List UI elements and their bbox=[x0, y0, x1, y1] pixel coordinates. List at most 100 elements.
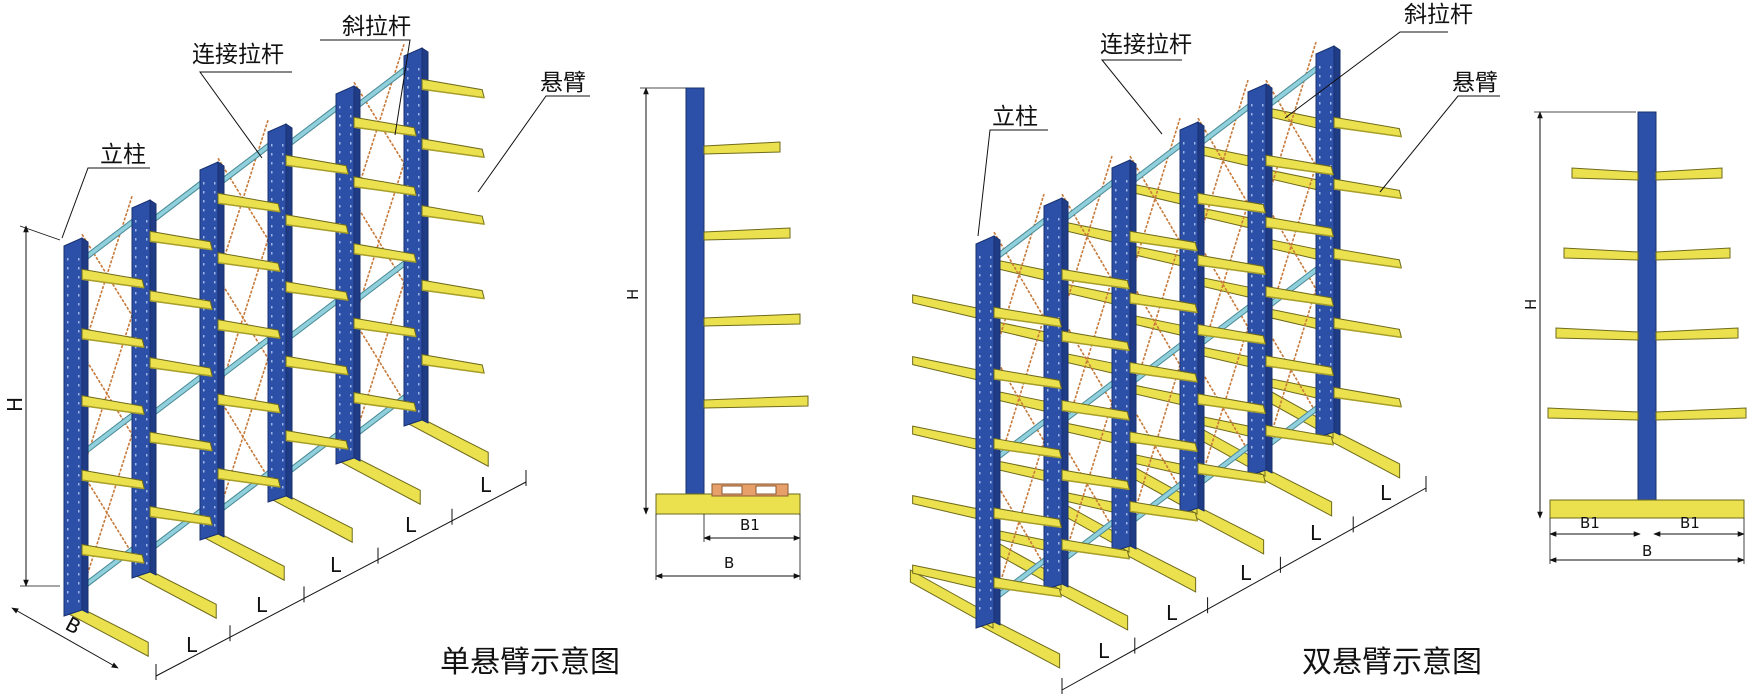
column-hole bbox=[979, 463, 981, 466]
rack-arm bbox=[421, 353, 485, 374]
rack-arm-flange bbox=[1129, 510, 1198, 522]
column-hole bbox=[407, 293, 409, 296]
column-hole bbox=[990, 373, 992, 376]
column-hole bbox=[1058, 443, 1060, 446]
column-hole bbox=[339, 259, 341, 262]
column-hole bbox=[1262, 176, 1264, 179]
side-arm bbox=[703, 395, 809, 409]
column-hole bbox=[1126, 468, 1128, 471]
column-hole bbox=[418, 122, 420, 125]
column-hole bbox=[1115, 198, 1117, 201]
column-hole bbox=[1115, 315, 1117, 318]
column-hole bbox=[67, 537, 69, 540]
column-hole bbox=[418, 257, 420, 260]
column-hole bbox=[203, 326, 205, 329]
rack-arm-flange bbox=[149, 515, 213, 526]
diagonal-brace bbox=[1197, 117, 1249, 205]
column-hole bbox=[78, 276, 80, 279]
column-hole bbox=[1330, 138, 1332, 141]
column-hole bbox=[282, 279, 284, 282]
column-hole bbox=[67, 429, 69, 432]
column-hole bbox=[271, 369, 273, 372]
column-hole bbox=[339, 205, 341, 208]
rack-arm-flange bbox=[149, 366, 213, 377]
column-hole bbox=[146, 463, 148, 466]
column-hole bbox=[350, 106, 352, 109]
column-hole bbox=[1319, 408, 1321, 411]
side-base bbox=[655, 493, 801, 515]
rack-arm-flange bbox=[81, 479, 145, 490]
double-dim-bay-2: L bbox=[1166, 601, 1178, 625]
column-hole bbox=[67, 546, 69, 549]
column-hole bbox=[339, 160, 341, 163]
column-hole bbox=[990, 391, 992, 394]
column-hole bbox=[67, 555, 69, 558]
rack-arm-flange bbox=[1333, 396, 1402, 408]
column-hole bbox=[1047, 272, 1049, 275]
column-hole bbox=[78, 267, 80, 270]
column-hole bbox=[135, 301, 137, 304]
diagonal-brace bbox=[1197, 79, 1249, 242]
column-hole bbox=[1194, 295, 1196, 298]
column-hole bbox=[407, 167, 409, 170]
column-hole bbox=[135, 247, 137, 250]
column-hole bbox=[78, 555, 80, 558]
column-hole bbox=[1126, 450, 1128, 453]
column-hole bbox=[1047, 560, 1049, 563]
rack-column-side bbox=[353, 85, 361, 462]
column-hole bbox=[418, 401, 420, 404]
column-hole bbox=[979, 562, 981, 565]
column-hole bbox=[350, 430, 352, 433]
column-hole bbox=[418, 104, 420, 107]
rack-arm-flange bbox=[1333, 126, 1402, 138]
column-hole bbox=[1047, 569, 1049, 572]
column-hole bbox=[214, 362, 216, 365]
column-hole bbox=[78, 285, 80, 288]
side-arm-right bbox=[1655, 167, 1723, 181]
column-hole bbox=[1251, 293, 1253, 296]
rack-arm-flange bbox=[1197, 333, 1266, 345]
column-hole bbox=[1330, 264, 1332, 267]
column-hole bbox=[1183, 223, 1185, 226]
column-hole bbox=[350, 385, 352, 388]
column-hole bbox=[1194, 205, 1196, 208]
column-hole bbox=[1058, 254, 1060, 257]
column-hole bbox=[146, 409, 148, 412]
column-hole bbox=[407, 140, 409, 143]
column-hole bbox=[1047, 443, 1049, 446]
column-hole bbox=[271, 306, 273, 309]
column-hole bbox=[67, 339, 69, 342]
column-hole bbox=[350, 232, 352, 235]
column-hole bbox=[146, 508, 148, 511]
column-hole bbox=[1251, 176, 1253, 179]
column-hole bbox=[67, 564, 69, 567]
rack-column-side bbox=[1061, 197, 1069, 588]
column-hole bbox=[339, 196, 341, 199]
column-hole bbox=[146, 229, 148, 232]
diagonal-brace bbox=[993, 231, 1045, 319]
diagonal-brace bbox=[1061, 193, 1113, 281]
column-hole bbox=[1330, 174, 1332, 177]
column-hole bbox=[979, 301, 981, 304]
column-hole bbox=[1251, 230, 1253, 233]
side-arm-left bbox=[1555, 327, 1639, 341]
diagonal-brace bbox=[1265, 79, 1317, 167]
column-hole bbox=[1058, 281, 1060, 284]
column-hole bbox=[418, 320, 420, 323]
column-hole bbox=[339, 106, 341, 109]
column-hole bbox=[135, 454, 137, 457]
column-hole bbox=[407, 338, 409, 341]
column-hole bbox=[418, 275, 420, 278]
column-hole bbox=[1330, 381, 1332, 384]
column-hole bbox=[407, 77, 409, 80]
column-hole bbox=[1330, 192, 1332, 195]
column-hole bbox=[78, 330, 80, 333]
column-hole bbox=[990, 436, 992, 439]
column-hole bbox=[1194, 214, 1196, 217]
column-hole bbox=[339, 214, 341, 217]
rack-arm bbox=[1333, 247, 1403, 269]
column-hole bbox=[1183, 385, 1185, 388]
column-hole bbox=[418, 230, 420, 233]
rack-arm-flange bbox=[1333, 188, 1402, 200]
